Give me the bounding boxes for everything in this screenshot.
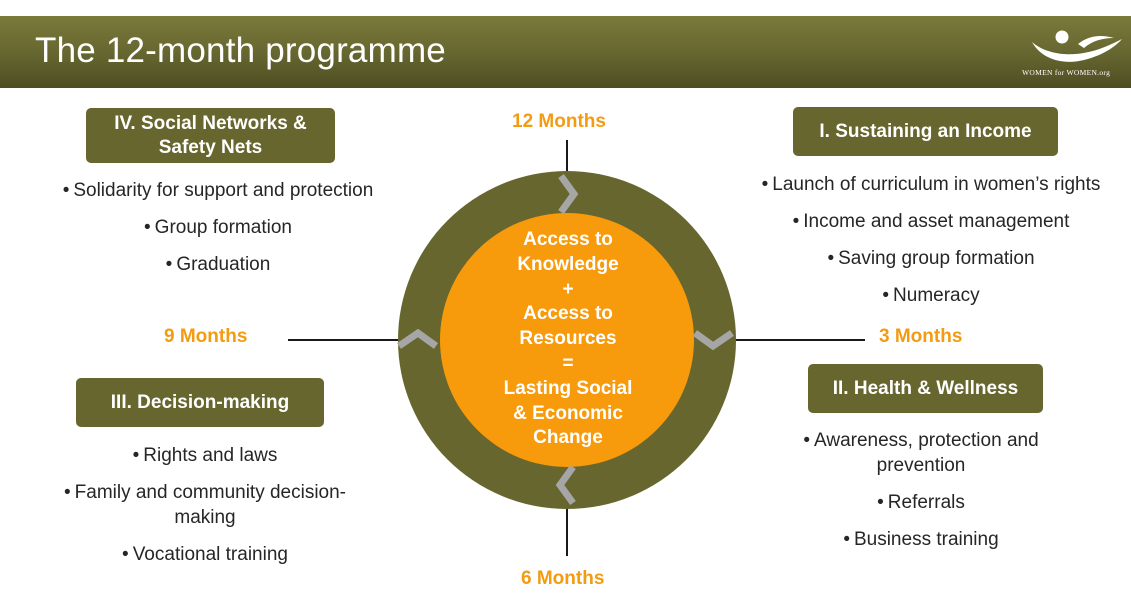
center-line: & Economic bbox=[513, 402, 623, 424]
section-social-networks-list: •Solidarity for support and protection •… bbox=[20, 178, 416, 289]
logo-text: WOMEN for WOMEN.org bbox=[1022, 68, 1111, 77]
label-6-months: 6 Months bbox=[521, 568, 605, 589]
center-line: = bbox=[562, 352, 574, 374]
chevron-bottom-icon bbox=[555, 464, 576, 506]
section-decision-making-list: •Rights and laws •Family and community d… bbox=[60, 443, 350, 579]
list-item: •Referrals bbox=[877, 492, 965, 513]
list-item: •Family and community decision-making bbox=[63, 482, 347, 528]
label-3-months: 3 Months bbox=[879, 326, 963, 347]
list-item: •Rights and laws bbox=[132, 445, 278, 466]
center-line: Access to bbox=[523, 229, 613, 250]
center-line: Access to bbox=[523, 303, 613, 325]
list-item: •Graduation bbox=[165, 254, 271, 275]
center-circle bbox=[440, 213, 694, 467]
list-item: •Numeracy bbox=[882, 285, 980, 306]
section-health-wellness-list: •Awareness, protection and prevention •R… bbox=[781, 428, 1061, 564]
center-line: Resources bbox=[519, 328, 617, 350]
page-title: The 12-month programme bbox=[35, 31, 446, 70]
list-item: •Launch of curriculum in women’s rights bbox=[761, 174, 1101, 195]
section-title-line: Safety Nets bbox=[158, 136, 263, 158]
chevron-top-icon bbox=[558, 173, 579, 215]
list-item: •Saving group formation bbox=[827, 248, 1035, 269]
chevron-left-icon bbox=[397, 328, 439, 349]
list-item: •Solidarity for support and protection bbox=[62, 180, 374, 201]
section-title-line: IV. Social Networks & bbox=[114, 112, 307, 134]
list-item: •Vocational training bbox=[122, 544, 288, 565]
center-line: Knowledge bbox=[517, 253, 619, 275]
list-item: •Income and asset management bbox=[792, 211, 1070, 232]
label-9-months: 9 Months bbox=[164, 326, 248, 347]
list-item: •Awareness, protection and prevention bbox=[803, 430, 1039, 476]
center-line: Lasting Social bbox=[503, 377, 633, 399]
women-for-women-logo-icon bbox=[1032, 30, 1122, 62]
section-sustaining-income-list: •Launch of curriculum in women’s rights … bbox=[736, 172, 1126, 320]
list-item: •Group formation bbox=[144, 217, 292, 238]
list-item: •Business training bbox=[843, 529, 999, 550]
chevron-right-icon bbox=[692, 330, 734, 351]
center-line: Change bbox=[533, 427, 603, 449]
center-line: + bbox=[562, 278, 574, 300]
section-decision-making-title: III. Decision-making bbox=[76, 378, 324, 427]
section-sustaining-income-title: I. Sustaining an Income bbox=[793, 107, 1058, 156]
header-bar bbox=[0, 16, 1131, 88]
center-statement: Access to Knowledge + Access to Resource… bbox=[480, 228, 656, 451]
label-12-months: 12 Months bbox=[512, 111, 606, 132]
section-health-wellness-title: II. Health & Wellness bbox=[808, 364, 1043, 413]
section-social-networks-title: IV. Social Networks & Safety Nets bbox=[86, 108, 335, 163]
